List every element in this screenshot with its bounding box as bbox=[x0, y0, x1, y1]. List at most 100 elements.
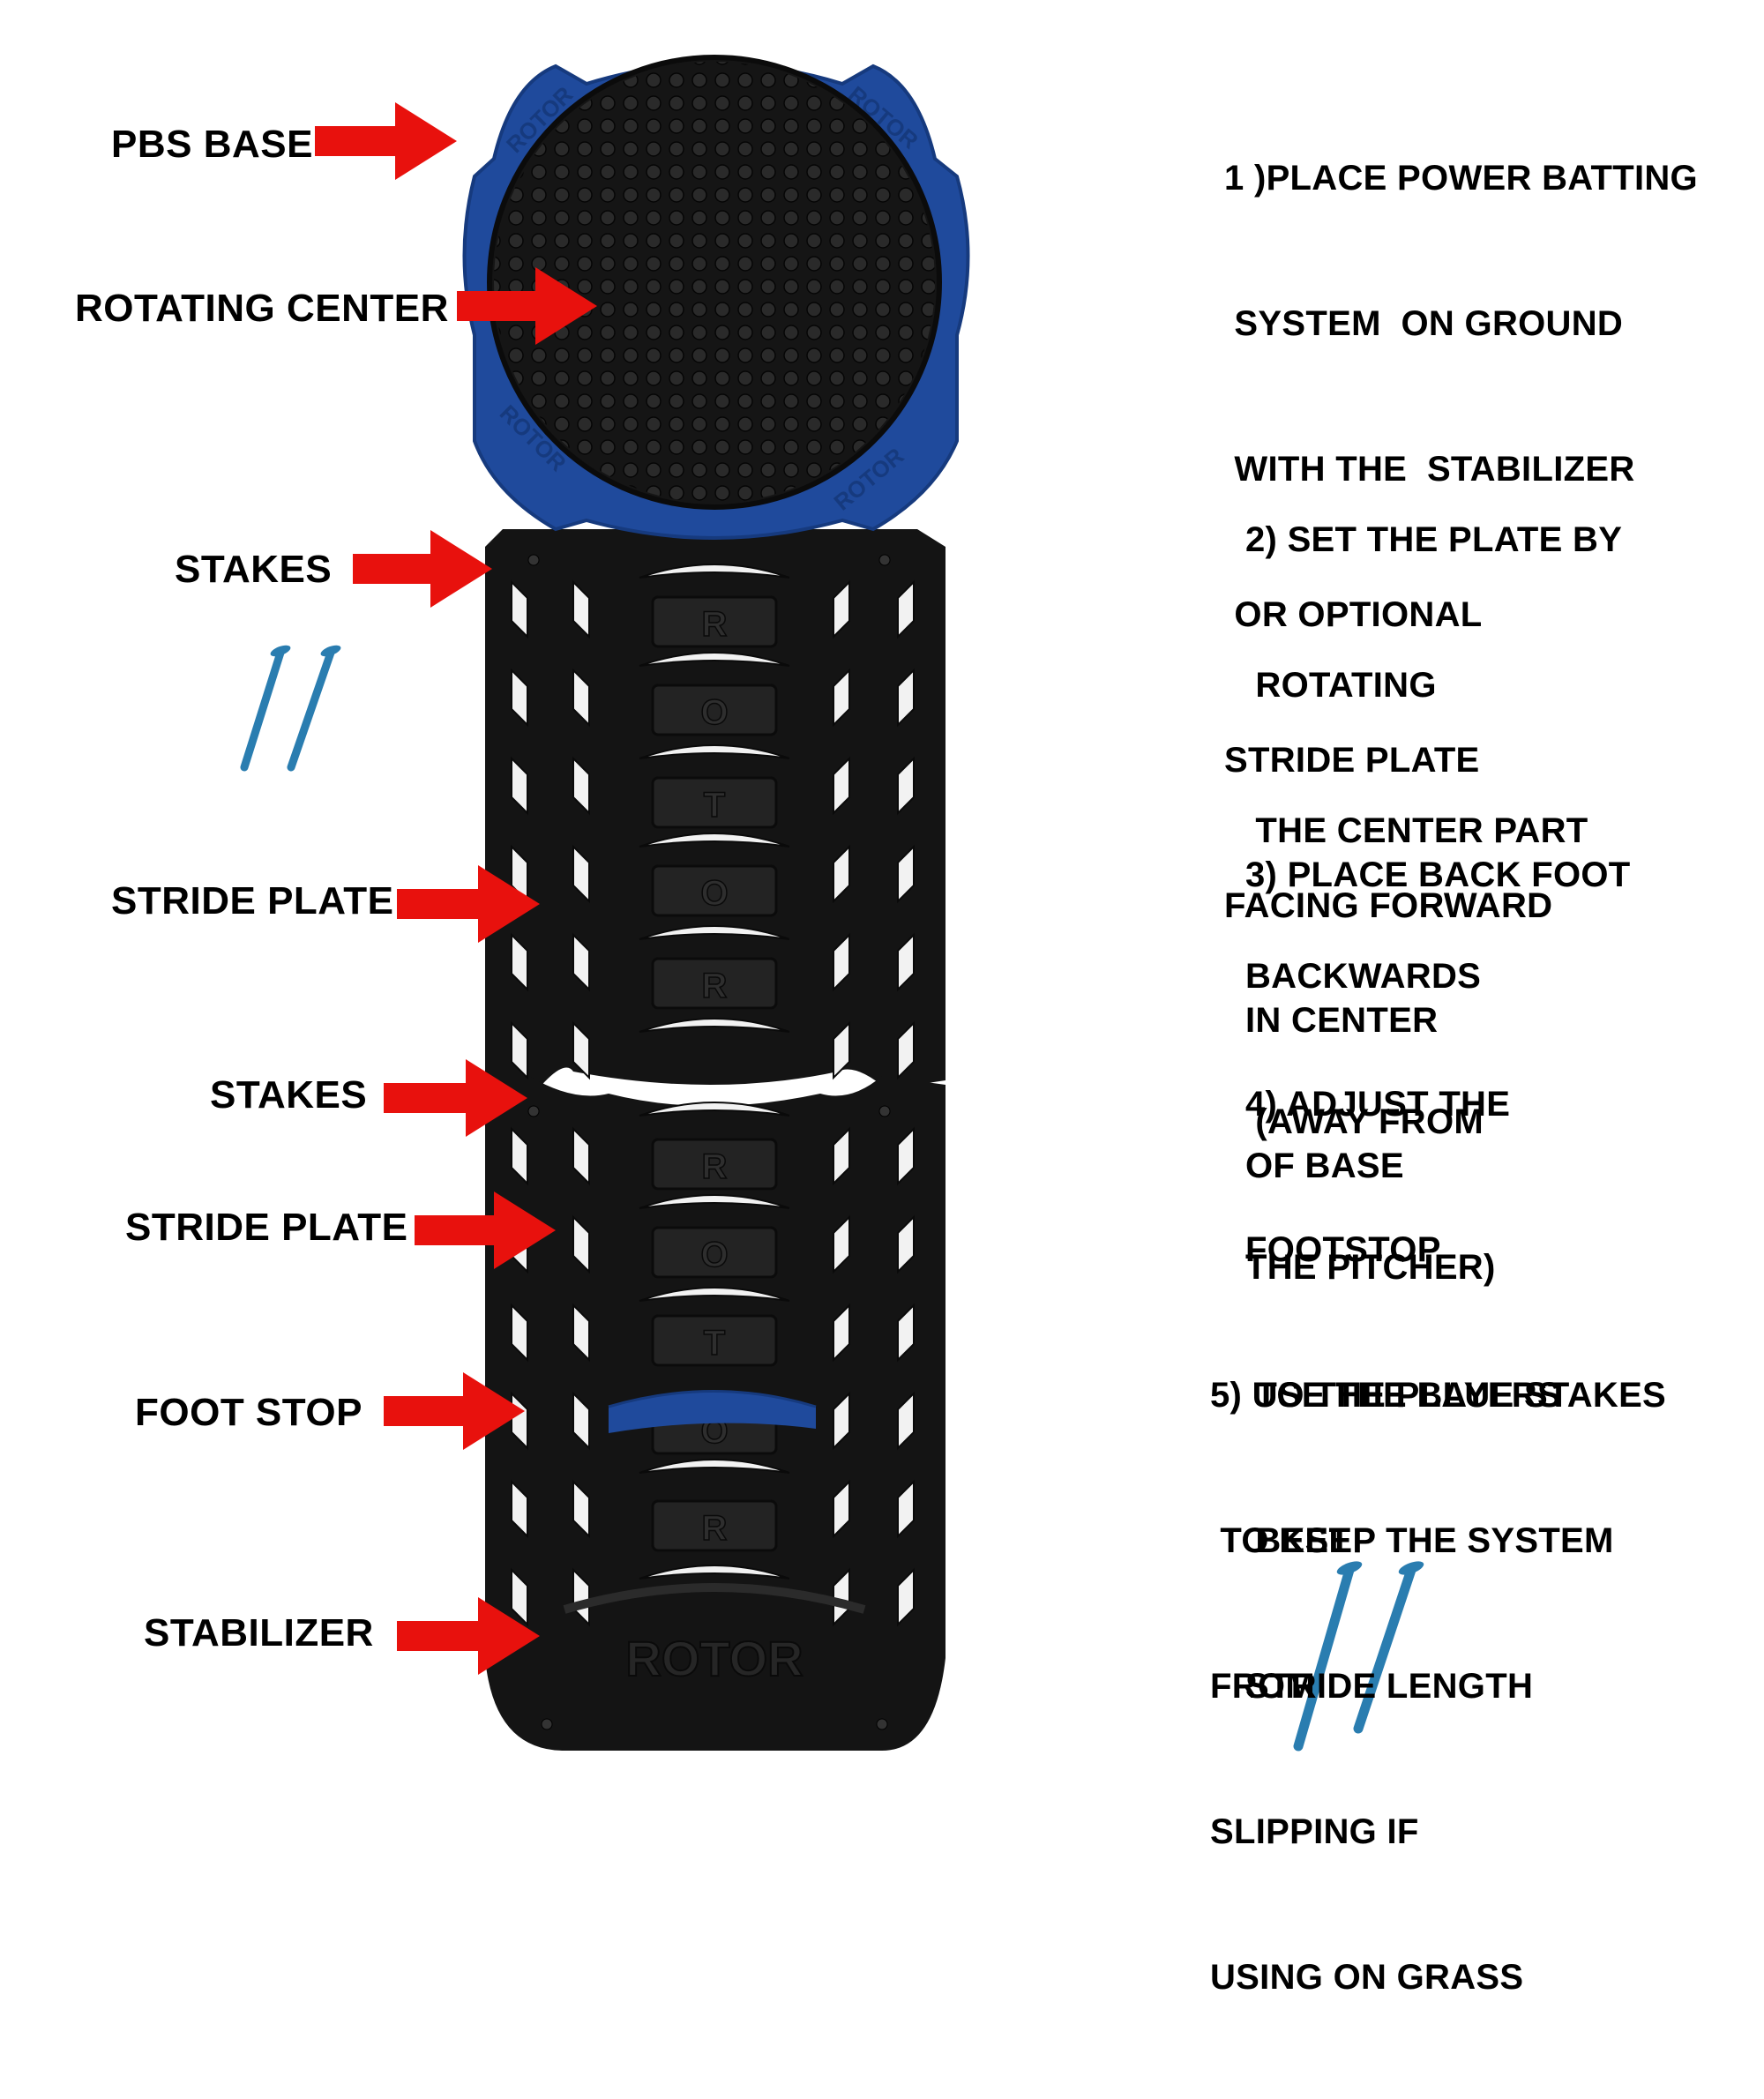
letter-box bbox=[651, 1314, 778, 1367]
arrow-icon bbox=[397, 865, 540, 943]
rotating-center[interactable] bbox=[487, 55, 942, 510]
arc-slot bbox=[639, 564, 790, 579]
side-slot bbox=[833, 1567, 850, 1627]
side-slot bbox=[572, 579, 590, 639]
side-slot bbox=[897, 1020, 915, 1080]
instruction-line: BEST bbox=[1245, 1521, 1351, 1560]
letter-box bbox=[651, 1499, 778, 1552]
stake-hole bbox=[541, 1718, 553, 1730]
side-slot bbox=[572, 932, 590, 992]
instruction-line: 1 )PLACE POWER BATTING bbox=[1224, 159, 1698, 198]
side-slot bbox=[511, 1020, 528, 1080]
instruction-line: TO KEEP THE SYSTEM bbox=[1210, 1521, 1614, 1560]
arc-slot bbox=[639, 1565, 790, 1580]
side-slot bbox=[572, 1020, 590, 1080]
side-slot bbox=[897, 756, 915, 816]
side-slot bbox=[572, 1214, 590, 1274]
stake-hole bbox=[878, 554, 891, 566]
instruction-line: THE CENTER PART bbox=[1245, 811, 1588, 850]
arc-slot bbox=[639, 652, 790, 667]
letter-box bbox=[651, 595, 778, 648]
side-slot bbox=[572, 1479, 590, 1539]
side-slot bbox=[572, 756, 590, 816]
side-slot bbox=[833, 1303, 850, 1363]
arc-slot bbox=[639, 925, 790, 940]
side-slot bbox=[511, 1479, 528, 1539]
instruction-line: ROTATING bbox=[1245, 666, 1437, 705]
letter-box bbox=[651, 776, 778, 829]
plate-letter: O bbox=[700, 874, 728, 913]
instruction-step-2: 2) SET THE PLATE BY ROTATING THE CENTER … bbox=[1245, 419, 1622, 1389]
letter-box bbox=[651, 683, 778, 736]
stabilizer-brand-text: ROTOR bbox=[625, 1631, 803, 1686]
side-slot bbox=[511, 932, 528, 992]
arc-slot bbox=[639, 1102, 790, 1117]
stake-hole bbox=[527, 1105, 540, 1117]
label-pbs-base: PBS BASE bbox=[111, 123, 313, 166]
side-slot bbox=[572, 1567, 590, 1627]
side-slot bbox=[572, 1126, 590, 1186]
arrow-icon bbox=[384, 1059, 527, 1137]
side-slot bbox=[511, 579, 528, 639]
instruction-line: 3) PLACE BACK FOOT bbox=[1245, 855, 1631, 894]
letter-box bbox=[651, 1226, 778, 1279]
instruction-line: USING ON GRASS bbox=[1210, 1958, 1524, 1997]
letter-box bbox=[651, 1138, 778, 1191]
side-slot bbox=[897, 1214, 915, 1274]
plate-letter: T bbox=[704, 1324, 725, 1363]
instruction-step-3: 3) PLACE BACK FOOT IN CENTER OF BASE bbox=[1245, 754, 1631, 1288]
instruction-step-4: 4) ADJUST THE FOOTSTOP TO THE PLAYERS BE… bbox=[1245, 983, 1561, 1808]
side-slot bbox=[897, 668, 915, 728]
instruction-line: OR OPTIONAL bbox=[1224, 595, 1483, 634]
side-slot bbox=[833, 1214, 850, 1274]
side-slot bbox=[897, 579, 915, 639]
side-slot bbox=[897, 932, 915, 992]
arrow-icon bbox=[415, 1191, 556, 1269]
label-rotating-center: ROTATING CENTER bbox=[75, 287, 449, 330]
side-slot bbox=[572, 668, 590, 728]
arc-slot bbox=[639, 1459, 790, 1474]
side-slot bbox=[511, 1567, 528, 1627]
plate-letter: O bbox=[700, 693, 728, 732]
arrow-icon bbox=[397, 1597, 540, 1675]
side-slot bbox=[897, 1479, 915, 1539]
arc-slot bbox=[639, 1194, 790, 1209]
plate-letter: R bbox=[702, 605, 728, 644]
side-slot bbox=[833, 844, 850, 904]
side-slot bbox=[572, 1391, 590, 1451]
arrow-icon bbox=[353, 530, 492, 608]
label-stride-plate-upper: STRIDE PLATE bbox=[111, 879, 394, 923]
stake-hole bbox=[878, 1105, 891, 1117]
foot-stop[interactable] bbox=[608, 1390, 817, 1434]
arc-slot bbox=[639, 1018, 790, 1033]
letter-box bbox=[651, 957, 778, 1010]
instruction-line: SLIPPING IF bbox=[1210, 1812, 1419, 1851]
side-slot bbox=[511, 1303, 528, 1363]
plate-letter: R bbox=[702, 967, 728, 1005]
plate-letter: R bbox=[702, 1147, 728, 1186]
plate-letter: T bbox=[704, 786, 725, 825]
instruction-line: STRIDE LENGTH bbox=[1245, 1667, 1534, 1706]
arc-slot bbox=[639, 744, 790, 759]
arrow-icon bbox=[315, 102, 457, 180]
stabilizer: ROTOR bbox=[563, 1583, 866, 1687]
plate-letter: R bbox=[702, 1509, 728, 1548]
side-slot bbox=[833, 1479, 850, 1539]
side-slot bbox=[511, 668, 528, 728]
arc-slot bbox=[639, 1287, 790, 1302]
side-slot bbox=[511, 1126, 528, 1186]
side-slot bbox=[511, 756, 528, 816]
arrow-icon bbox=[457, 267, 597, 345]
arrow-icon bbox=[384, 1372, 525, 1450]
instruction-line: STRIDE PLATE bbox=[1224, 741, 1480, 780]
side-slot bbox=[833, 756, 850, 816]
stakes-left bbox=[240, 645, 341, 772]
instruction-line: 5) USE THE BLUE STAKES bbox=[1210, 1376, 1667, 1415]
instruction-line: OF BASE bbox=[1245, 1147, 1404, 1185]
instruction-line: TO THE PLAYERS bbox=[1245, 1376, 1561, 1415]
side-slot bbox=[572, 844, 590, 904]
instruction-line: 4) ADJUST THE bbox=[1245, 1085, 1511, 1124]
